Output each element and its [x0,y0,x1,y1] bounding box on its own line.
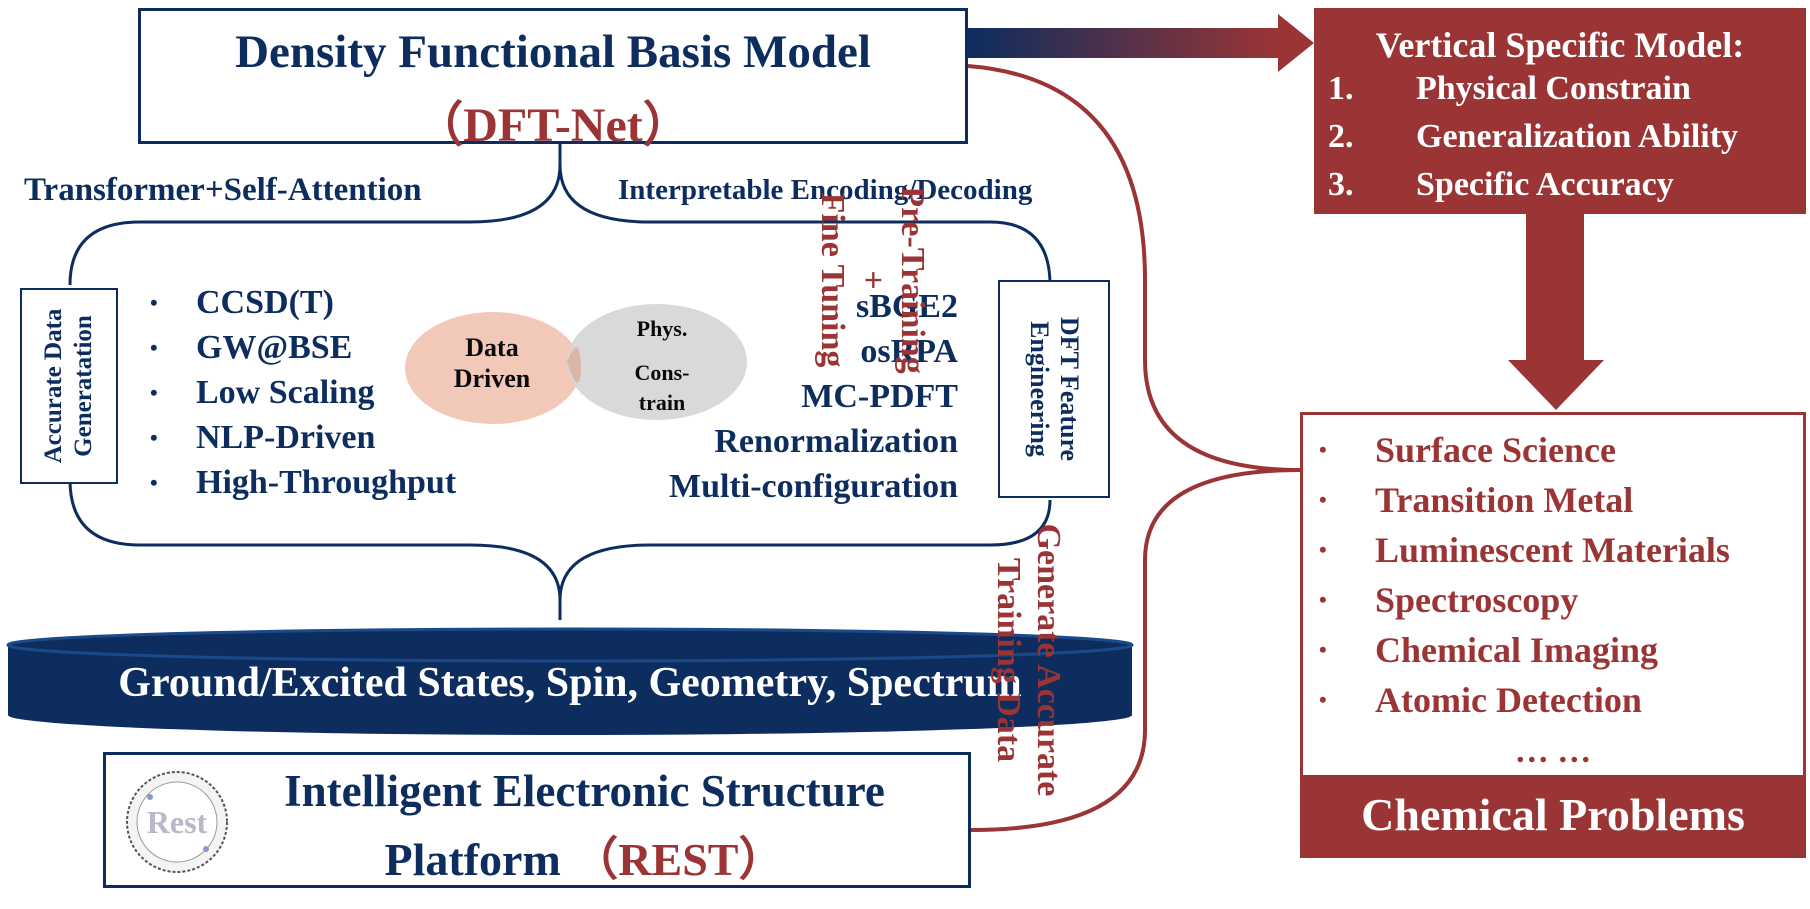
list-item: •GW@BSE [150,329,353,366]
platform-title-line2: Platform （REST） [384,834,785,885]
pretraining-label: Pre-Training + Fine Tuning [814,186,931,374]
chemical-list: •Surface Science •Transition Metal •Lumi… [1319,425,1730,725]
dft-feature-label: DFT Feature Engineering [1025,316,1084,462]
dft-feature-box: DFT Feature Engineering [998,280,1110,498]
constrain-label: Cons- train [634,360,690,415]
vertical-model-box: Vertical Specific Model: 1.Physical Cons… [1314,8,1806,214]
list-item: MC-PDFT [801,378,958,415]
list-item: •Chemical Imaging [1319,630,1658,670]
vertical-model-title: Vertical Specific Model: [1375,25,1745,65]
list-item: 1.Physical Constrain [1328,70,1691,107]
disk-label: Ground/Excited States, Spin, Geometry, S… [118,660,1022,706]
left-methods-list: •CCSD(T) •GW@BSE •Low Scaling •NLP-Drive… [150,280,456,505]
venn-right-circle [567,304,747,420]
bottom-brace-left [68,479,562,620]
list-item: •Spectroscopy [1319,580,1579,620]
accurate-data-box: Accurate Data Generatation [20,288,118,484]
gradient-arrow-shaft [968,28,1280,58]
top-brace [68,144,562,286]
list-item: Renormalization [714,423,958,460]
list-item: 2.Generalization Ability [1328,118,1739,155]
down-arrow-shaft [1526,214,1584,362]
data-driven-label: Data Driven [453,333,531,393]
generate-data-label: Generate Accurate Training Data [990,523,1067,797]
list-item: •Atomic Detection [1319,680,1642,720]
gradient-arrow-head [1278,14,1314,72]
chemical-ellipsis: … … [1514,733,1592,770]
dft-net-box: Density Functional Basis Model （DFT-Net） [138,8,968,152]
right-methods-list: sBGE2 osRPA MC-PDFT Renormalization Mult… [600,284,958,509]
branch-left-label: Transformer+Self-Attention [24,172,422,208]
pretraining-curve [967,64,1301,472]
venn-left-circle [405,312,581,424]
disk-top [6,627,1134,663]
list-item: •Surface Science [1319,430,1616,470]
dft-net-subtitle: （DFT-Net） [415,99,691,152]
rest-logo-icon: Rest [126,771,228,873]
down-arrow-head [1508,360,1604,410]
top-brace-right [558,144,1052,286]
rest-platform-box: Rest Intelligent Electronic Structure Pl… [103,752,971,888]
list-item: •High-Throughput [150,464,457,501]
list-item: •CCSD(T) [150,284,334,321]
generate-curve [970,468,1301,832]
svg-text:Rest: Rest [147,804,208,840]
list-item: Multi-configuration [669,468,958,505]
list-item: sBGE2 [855,288,958,325]
chemical-problems-box: •Surface Science •Transition Metal •Lumi… [1300,412,1806,858]
accurate-data-label: Accurate Data Generatation [40,308,97,464]
list-item: •Low Scaling [150,374,375,411]
list-item: •Transition Metal [1319,480,1634,520]
list-item: •Luminescent Materials [1319,530,1730,570]
list-item: •NLP-Driven [150,419,376,456]
dft-net-title: Density Functional Basis Model [235,26,871,78]
platform-title-line1: Intelligent Electronic Structure [284,766,885,816]
phys-label: Phys. [636,316,688,341]
chemical-problems-footer: Chemical Problems [1303,775,1803,855]
list-item: osRPA [860,333,958,370]
bottom-brace-right [558,499,1052,601]
branch-right-label: Interpretable Encoding/Decoding [618,174,1033,206]
list-item: 3.Specific Accuracy [1328,166,1674,203]
